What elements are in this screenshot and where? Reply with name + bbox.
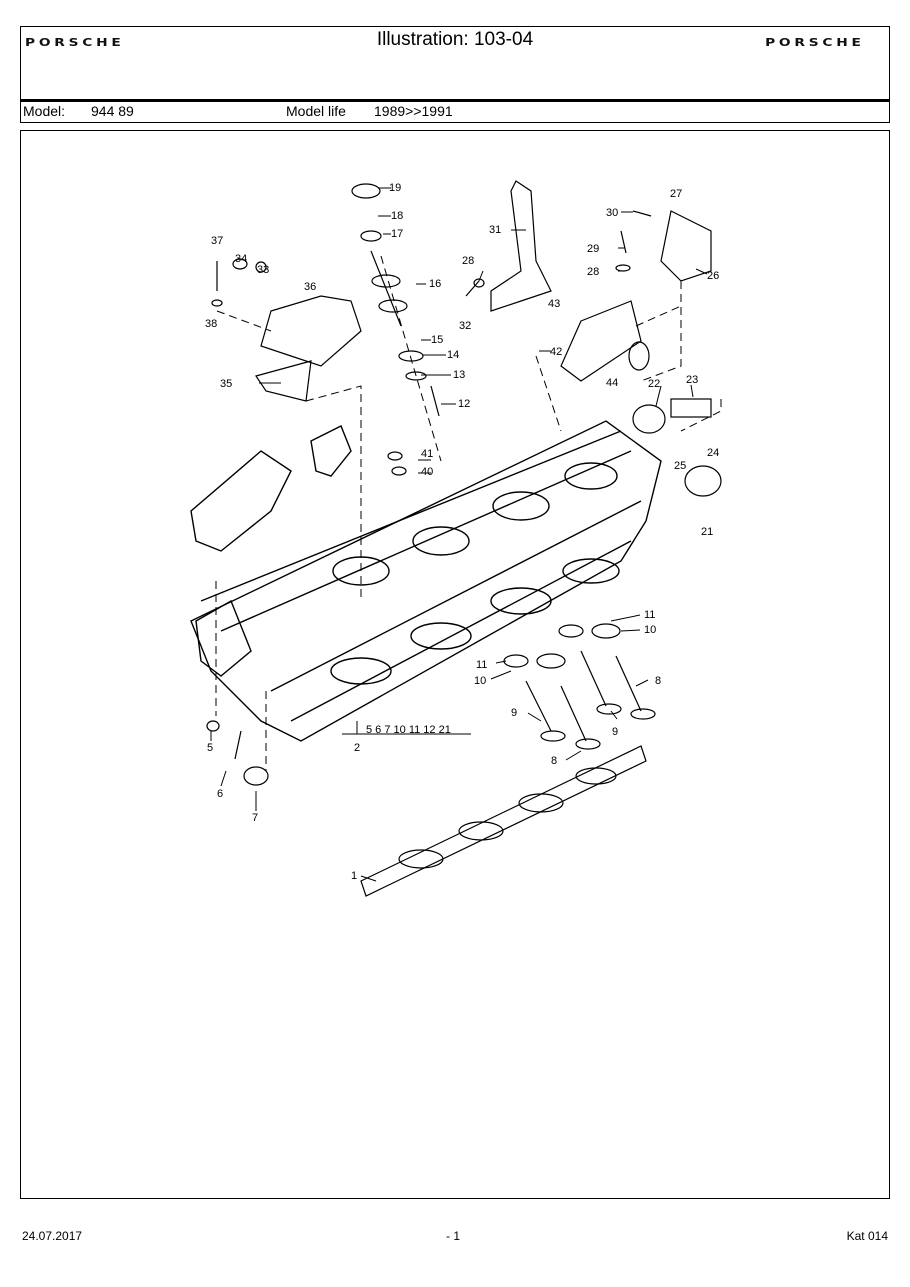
head-gasket	[360, 745, 647, 897]
model-life-label: Model life	[286, 103, 346, 119]
cylinder-head-drawing	[190, 420, 662, 742]
label-7: 7	[252, 812, 258, 824]
part-number-labels: 19 18 17 16 15 14 13 12 41 40 31 28 32 4…	[205, 182, 719, 882]
label-15: 15	[431, 334, 443, 346]
thermostat-housing	[255, 295, 362, 402]
label-11b: 11	[476, 659, 487, 671]
tappets	[503, 623, 621, 669]
model-value: 944 89	[91, 103, 134, 119]
label-38: 38	[205, 318, 217, 330]
seals-and-caps	[560, 300, 722, 497]
label-10a: 10	[644, 624, 656, 636]
label-9a: 9	[511, 707, 517, 719]
water-outlet-and-bracket	[490, 180, 712, 312]
label-6: 6	[217, 788, 223, 800]
label-11a: 11	[644, 609, 655, 621]
label-29: 29	[587, 243, 599, 255]
label-34: 34	[235, 253, 247, 265]
label-24: 24	[707, 447, 719, 459]
label-28b: 28	[587, 266, 599, 278]
label-item2-group: 5 6 7 10 11 12 21	[366, 724, 451, 736]
label-5: 5	[207, 742, 213, 754]
label-26: 26	[707, 270, 719, 282]
footer-date: 24.07.2017	[22, 1229, 83, 1243]
label-8a: 8	[655, 675, 661, 687]
model-bar: Model: 944 89 Model life 1989>>1991	[21, 99, 889, 122]
footer-catalog: Kat 014	[846, 1229, 888, 1243]
footer-page-number: - 1	[446, 1229, 461, 1243]
label-22: 22	[648, 378, 660, 390]
diagram-box: 19 18 17 16 15 14 13 12 41 40 31 28 32 4…	[20, 130, 890, 1199]
valves	[525, 650, 656, 750]
label-28a: 28	[462, 255, 474, 267]
model-life-value: 1989>>1991	[374, 103, 453, 119]
label-23: 23	[686, 374, 698, 386]
label-37: 37	[211, 235, 223, 247]
label-25: 25	[674, 460, 686, 472]
label-16: 16	[429, 278, 441, 290]
label-30: 30	[606, 207, 618, 219]
leader-lines	[210, 187, 708, 882]
header-box: PORSCHE Illustration: 103-04 PORSCHE Mod…	[20, 26, 890, 123]
label-33: 33	[257, 264, 269, 276]
assembly-dash-lines	[215, 255, 722, 771]
label-21: 21	[701, 526, 713, 538]
illustration-title: Illustration: 103-04	[376, 29, 534, 50]
label-10b: 10	[474, 675, 486, 687]
label-41: 41	[421, 448, 433, 460]
label-18: 18	[391, 210, 403, 222]
exploded-view-diagram: 19 18 17 16 15 14 13 12 41 40 31 28 32 4…	[190, 180, 722, 897]
label-35: 35	[220, 378, 232, 390]
label-17: 17	[391, 228, 403, 240]
label-43: 43	[548, 298, 560, 310]
model-label: Model:	[23, 103, 66, 119]
label-2: 2	[354, 742, 360, 754]
label-12: 12	[458, 398, 470, 410]
label-36: 36	[304, 281, 316, 293]
porsche-logo-left: PORSCHE	[25, 36, 125, 49]
label-27: 27	[670, 188, 682, 200]
label-9b: 9	[612, 726, 618, 738]
label-31: 31	[489, 224, 501, 236]
label-32: 32	[459, 320, 471, 332]
label-14: 14	[447, 349, 459, 361]
label-13: 13	[453, 369, 465, 381]
label-42: 42	[550, 346, 562, 358]
label-19: 19	[389, 182, 401, 194]
bolts-and-washers	[206, 210, 652, 786]
porsche-logo-right: PORSCHE	[765, 36, 865, 49]
label-1: 1	[351, 870, 357, 882]
label-44: 44	[606, 377, 618, 389]
valve-spring-stack	[351, 183, 440, 417]
label-40: 40	[421, 466, 433, 478]
label-8b: 8	[551, 755, 557, 767]
